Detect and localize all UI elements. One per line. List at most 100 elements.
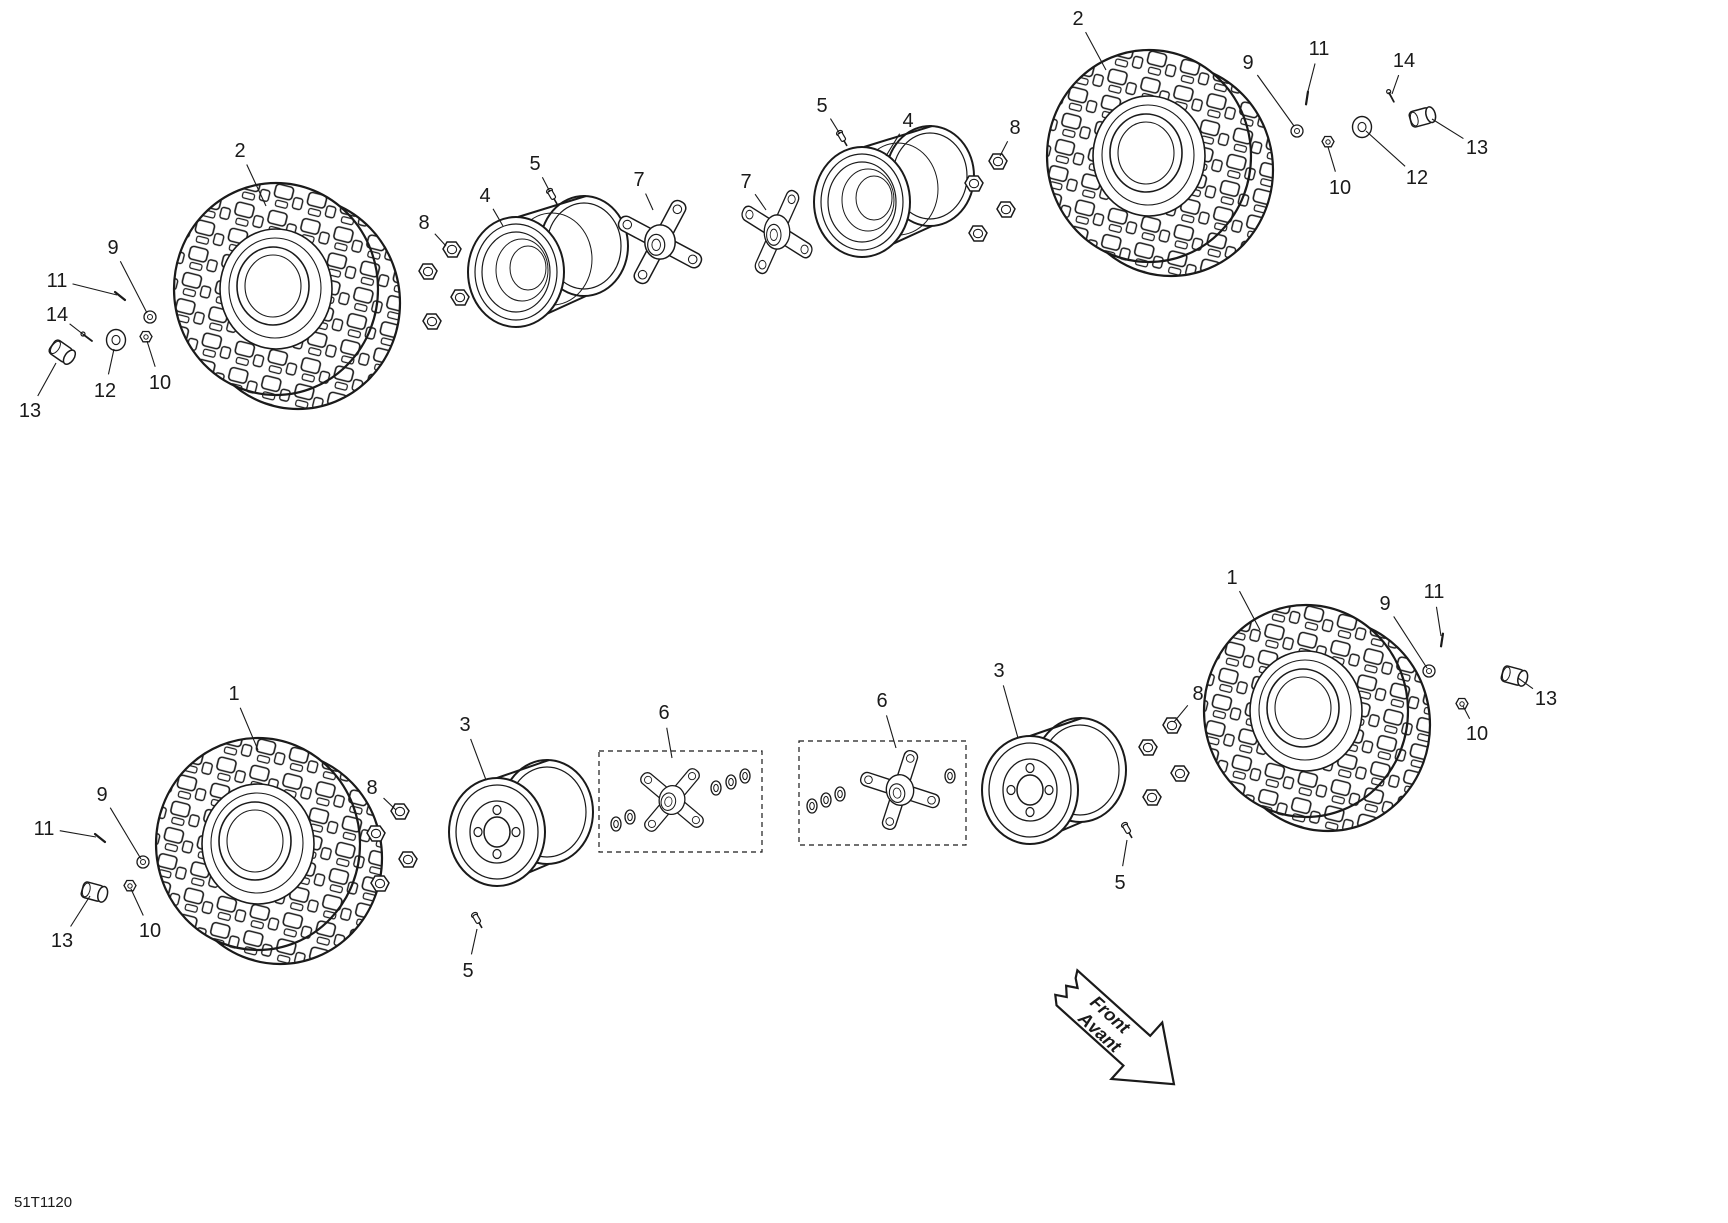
hub-assembly-box-right	[798, 740, 967, 846]
front-arrow-shape	[1054, 968, 1176, 1086]
leader-line-12	[107, 348, 115, 375]
nut-10-top-left	[139, 330, 153, 343]
leader-line-14	[69, 323, 85, 336]
washer-9-top-left	[143, 310, 157, 324]
washer-12-top-left	[105, 328, 127, 352]
washer-9-bottom-left	[136, 855, 150, 869]
cap-13-top-left	[46, 337, 79, 368]
part-callout-8: 8	[366, 777, 377, 799]
part-callout-9: 9	[1242, 52, 1253, 74]
part-callout-13: 13	[1466, 137, 1488, 159]
leader-line-8	[383, 797, 397, 811]
leader-line-8	[434, 233, 447, 247]
cap-13-bottom-right	[1499, 664, 1530, 688]
leader-line-14	[1391, 74, 1400, 95]
wheel-rim-3-left	[448, 759, 594, 887]
washer-12-top-right	[1351, 115, 1373, 139]
leader-line-3	[1002, 685, 1019, 739]
leader-line-2	[246, 164, 267, 207]
pin-11-top-left	[113, 290, 127, 302]
leader-line-8	[1173, 704, 1189, 723]
tire-2-left	[172, 181, 402, 411]
part-callout-3: 3	[459, 714, 470, 736]
bearing-ring	[725, 774, 737, 790]
wheel-rim-3-right	[981, 717, 1127, 845]
leader-line-4	[492, 208, 504, 227]
part-callout-10: 10	[149, 372, 171, 394]
nut-10-bottom-left	[123, 879, 137, 892]
bearing-ring	[820, 792, 832, 808]
leader-line-13	[1431, 118, 1464, 140]
part-callout-2: 2	[234, 140, 245, 162]
hub-6-right	[853, 743, 947, 837]
leader-line-6	[885, 715, 897, 749]
leader-line-11	[1306, 63, 1316, 96]
leader-line-11	[1435, 606, 1442, 637]
part-callout-5: 5	[529, 153, 540, 175]
washer-9-bottom-right	[1422, 664, 1436, 678]
bearing-ring	[806, 798, 818, 814]
leader-line-3	[470, 738, 487, 781]
part-callout-13: 13	[51, 930, 73, 952]
part-callout-2: 2	[1072, 8, 1083, 30]
tire-1-right	[1202, 603, 1432, 833]
leader-line-10	[1327, 146, 1336, 172]
part-callout-11: 11	[34, 818, 55, 840]
leader-line-9	[1393, 616, 1428, 669]
nut-10-bottom-right	[1455, 697, 1469, 710]
part-callout-12: 12	[1406, 167, 1428, 189]
leader-line-9	[1256, 74, 1295, 127]
leader-line-1	[239, 707, 259, 751]
part-callout-12: 12	[94, 380, 116, 402]
leader-line-5	[470, 928, 478, 955]
hub-6-left	[627, 755, 717, 845]
nut-10-top-right	[1321, 135, 1335, 148]
part-callout-5: 5	[1114, 872, 1125, 894]
leader-line-13	[37, 362, 57, 397]
part-callout-8: 8	[418, 212, 429, 234]
cap-13-bottom-left	[79, 880, 110, 904]
leader-line-10	[130, 888, 144, 916]
leader-line-12	[1365, 130, 1406, 167]
leader-line-2	[1085, 31, 1107, 71]
part-callout-11: 11	[1424, 581, 1445, 603]
pin-11-bottom-right	[1434, 632, 1450, 648]
leader-line-5	[541, 176, 551, 193]
bearing-ring	[834, 786, 846, 802]
part-callout-6: 6	[876, 690, 887, 712]
leader-line-7	[645, 193, 654, 211]
part-callout-14: 14	[1393, 50, 1415, 72]
part-callout-13: 13	[1535, 688, 1557, 710]
part-callout-1: 1	[1226, 567, 1237, 589]
part-callout-11: 11	[47, 270, 68, 292]
part-callout-10: 10	[1466, 723, 1488, 745]
part-callout-4: 4	[902, 110, 913, 132]
bearing-ring	[944, 768, 956, 784]
wheel-rim-4-left	[467, 195, 629, 328]
part-callout-8: 8	[1009, 117, 1020, 139]
part-callout-3: 3	[993, 660, 1004, 682]
part-callout-7: 7	[740, 171, 751, 193]
valve-5-bottom-right	[1119, 820, 1136, 841]
part-callout-4: 4	[479, 185, 490, 207]
part-callout-9: 9	[1379, 593, 1390, 615]
leader-line-7	[754, 193, 767, 211]
part-callout-11: 11	[1309, 38, 1330, 60]
leader-line-1	[1238, 590, 1261, 631]
part-callout-5: 5	[462, 960, 473, 982]
tire-1-left	[154, 736, 384, 966]
valve-5-top-left	[544, 186, 561, 207]
part-callout-14: 14	[46, 304, 68, 326]
washer-9-top-right	[1290, 124, 1304, 138]
hub-assembly-box-left	[598, 750, 763, 853]
valve-5-bottom-left	[469, 910, 486, 931]
cap-13-top-right	[1407, 105, 1438, 129]
leader-line-13	[1517, 677, 1534, 690]
front-arrow: Front Avant	[1054, 968, 1176, 1086]
leader-line-8	[999, 140, 1009, 157]
leader-line-11	[72, 283, 118, 296]
hub-7-left	[615, 197, 705, 287]
